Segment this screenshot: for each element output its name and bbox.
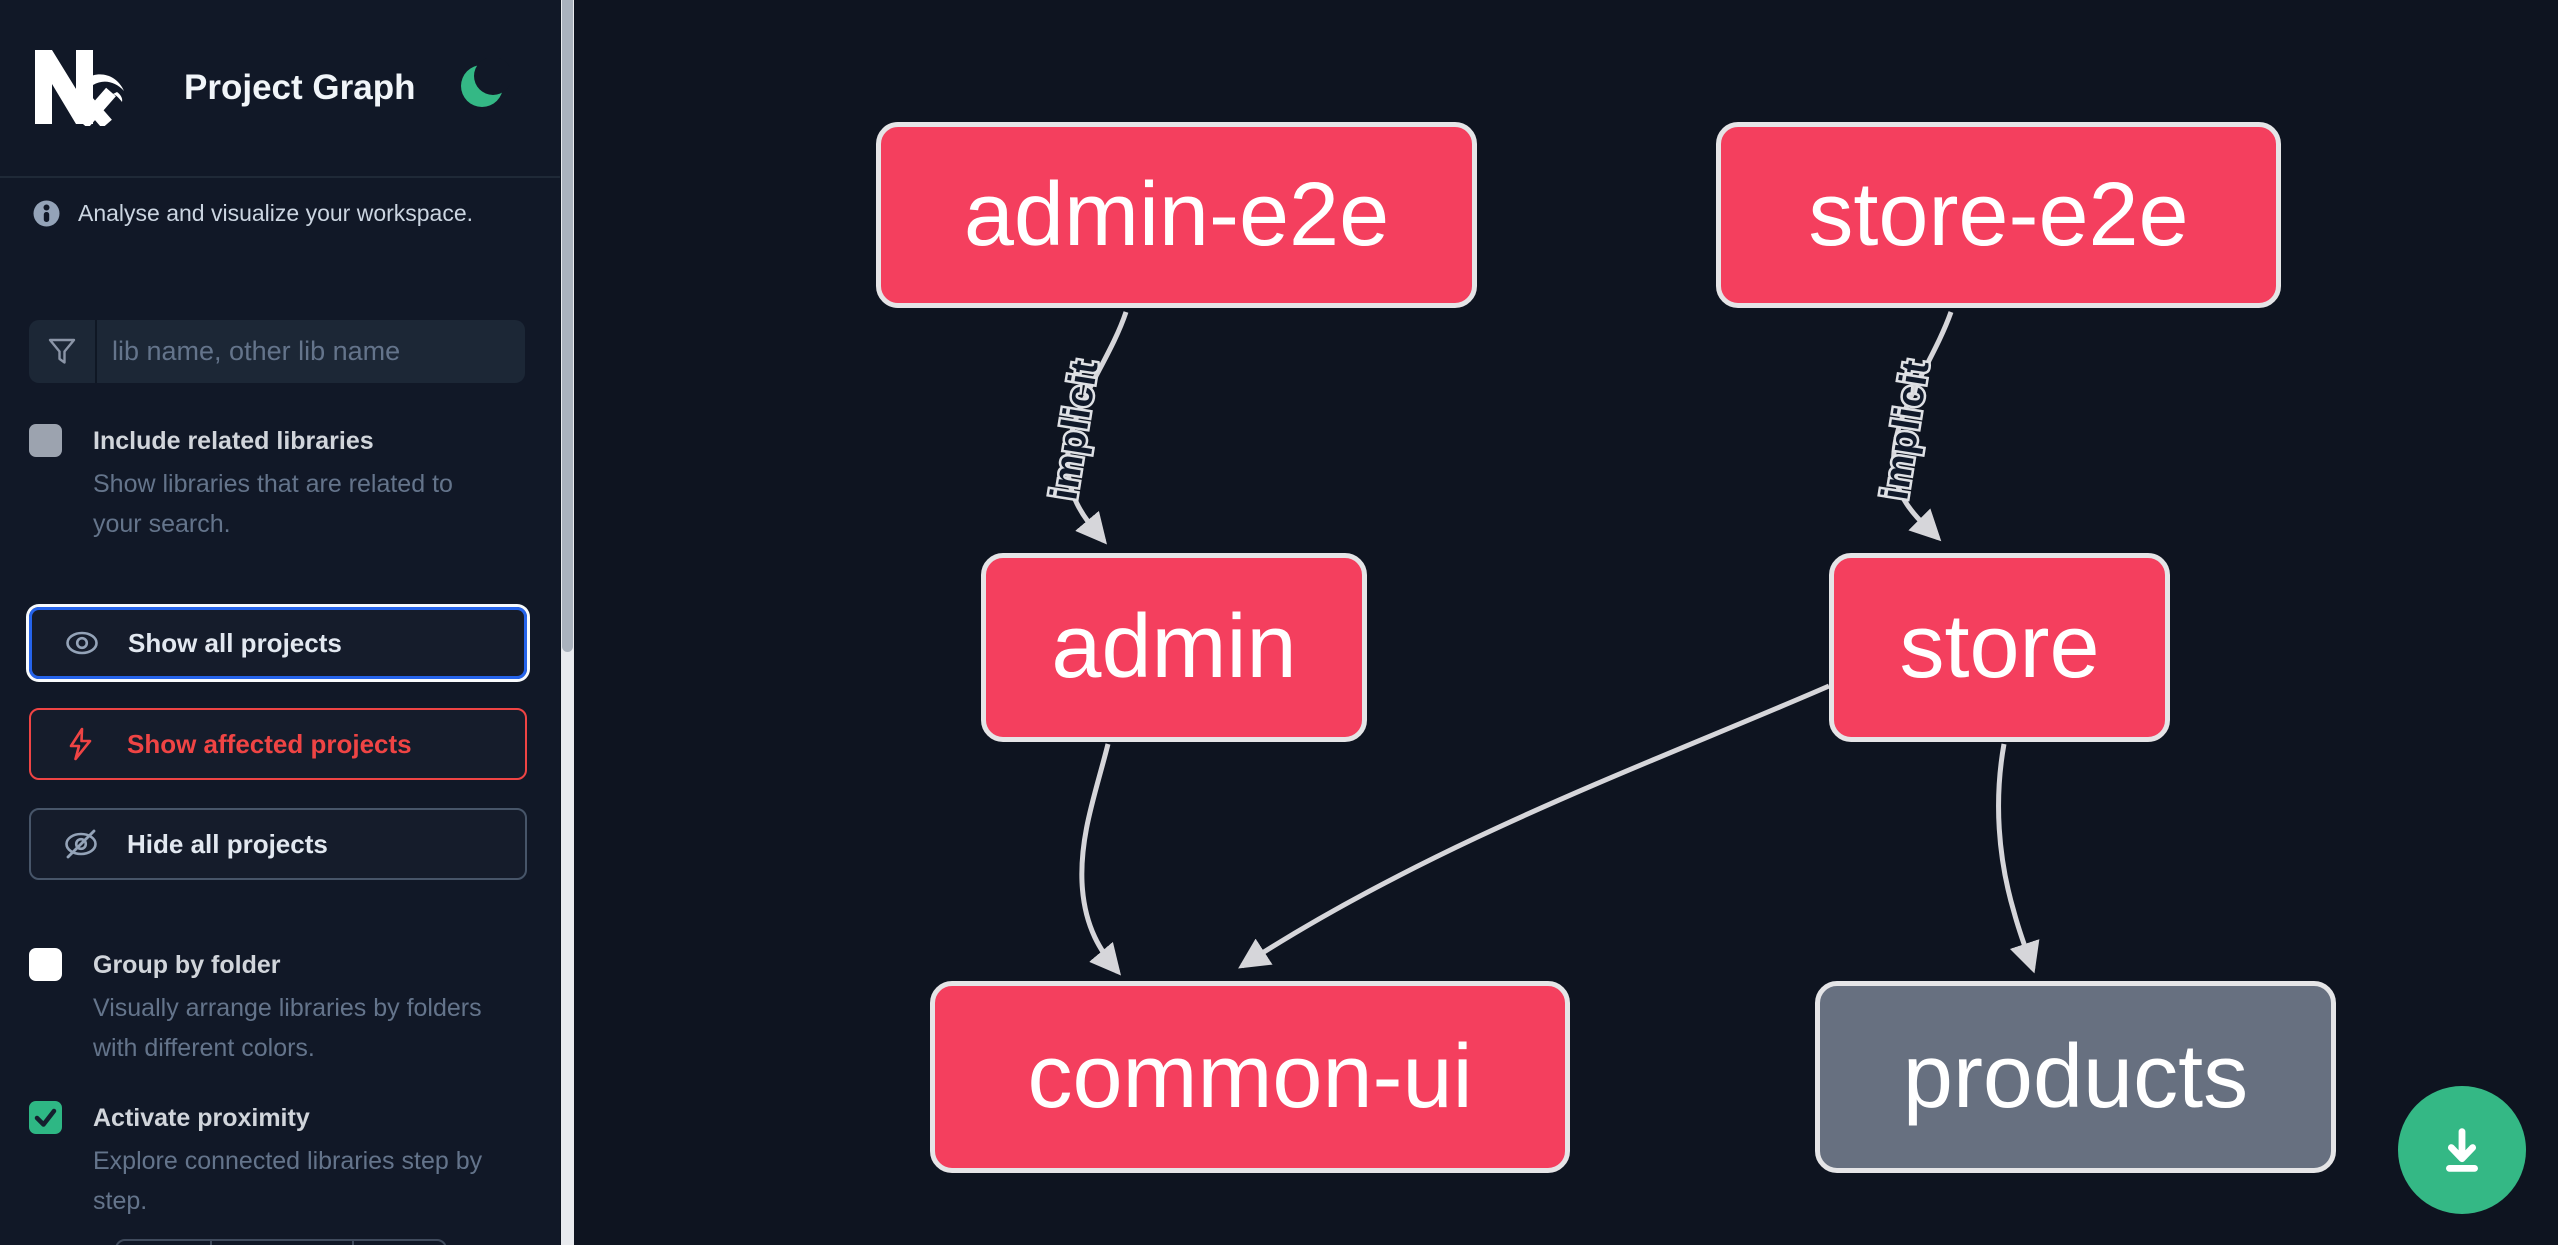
edge-store-to-common-ui[interactable] (1238, 683, 1830, 969)
include-related-checkbox[interactable] (29, 424, 62, 457)
include-related-label: Include related libraries (93, 427, 374, 455)
edge-label-implicit: implicit (1874, 357, 1938, 503)
sidebar-scrollbar[interactable] (561, 0, 574, 1245)
eye-icon (66, 631, 98, 655)
activate-proximity-checkbox[interactable] (29, 1101, 62, 1134)
search-box (29, 320, 525, 383)
edge-label-implicit: implicit (1043, 357, 1107, 503)
nx-logo-icon (35, 50, 124, 126)
node-label: admin-e2e (963, 164, 1390, 265)
node-label: store (1899, 597, 2100, 697)
show-affected-projects-label: Show affected projects (127, 728, 412, 759)
edge-store-e2e-to-store[interactable] (1891, 311, 1954, 542)
graph-edges: implicit implicit (1041, 311, 2040, 976)
node-label: admin (1051, 597, 1297, 697)
hide-all-projects-button[interactable]: Hide all projects (29, 808, 527, 880)
hide-all-projects-label: Hide all projects (127, 828, 328, 859)
sidebar: Project Graph Analyse and visualize your… (0, 0, 560, 1245)
activate-proximity-label: Activate proximity (93, 1104, 310, 1132)
stepper-segment[interactable] (354, 1241, 445, 1245)
info-icon (33, 200, 60, 227)
node-store[interactable]: store (1829, 553, 2170, 742)
edge-admin-e2e-to-admin[interactable] (1065, 311, 1129, 545)
node-label: common-ui (1027, 1026, 1473, 1127)
group-by-folder-checkbox[interactable] (29, 948, 62, 981)
edge-store-to-products[interactable] (1996, 743, 2040, 974)
bolt-icon (69, 727, 92, 761)
proximity-stepper-control[interactable] (115, 1239, 447, 1245)
search-input[interactable] (97, 320, 525, 383)
filter-funnel-icon (29, 320, 97, 383)
graph-canvas[interactable]: implicit implicit admin-e2e store-e2e ad… (574, 0, 2558, 1245)
node-common-ui[interactable]: common-ui (930, 981, 1570, 1173)
node-admin-e2e[interactable]: admin-e2e (876, 122, 1477, 308)
group-by-folder-description: Visually arrange libraries by folders wi… (93, 994, 482, 1062)
app-title: Project Graph (184, 68, 416, 107)
node-products[interactable]: products (1815, 981, 2336, 1173)
show-all-projects-button[interactable]: Show all projects (29, 607, 527, 679)
check-icon (34, 1108, 57, 1127)
show-all-projects-label: Show all projects (128, 627, 342, 658)
node-label: products (1902, 1026, 2249, 1127)
node-label: store-e2e (1808, 164, 2189, 265)
stepper-segment[interactable] (117, 1241, 212, 1245)
workspace-tagline-row: Analyse and visualize your workspace. (33, 200, 473, 227)
sidebar-header: Project Graph (0, 0, 560, 178)
download-image-button[interactable] (2398, 1086, 2526, 1214)
show-affected-projects-button[interactable]: Show affected projects (29, 708, 527, 780)
activate-proximity-description: Explore connected libraries step by step… (93, 1147, 483, 1215)
eye-off-icon (65, 829, 97, 859)
download-icon (2446, 1128, 2478, 1172)
theme-toggle-moon-icon[interactable] (458, 58, 510, 110)
node-admin[interactable]: admin (981, 553, 1367, 742)
workspace-tagline: Analyse and visualize your workspace. (78, 200, 474, 226)
group-by-folder-label: Group by folder (93, 951, 281, 979)
include-related-description: Show libraries that are related to your … (93, 470, 453, 538)
sidebar-scrollbar-thumb[interactable] (562, 0, 573, 652)
stepper-segment[interactable] (212, 1241, 354, 1245)
edge-admin-to-common-ui[interactable] (1079, 743, 1121, 976)
node-store-e2e[interactable]: store-e2e (1716, 122, 2281, 308)
